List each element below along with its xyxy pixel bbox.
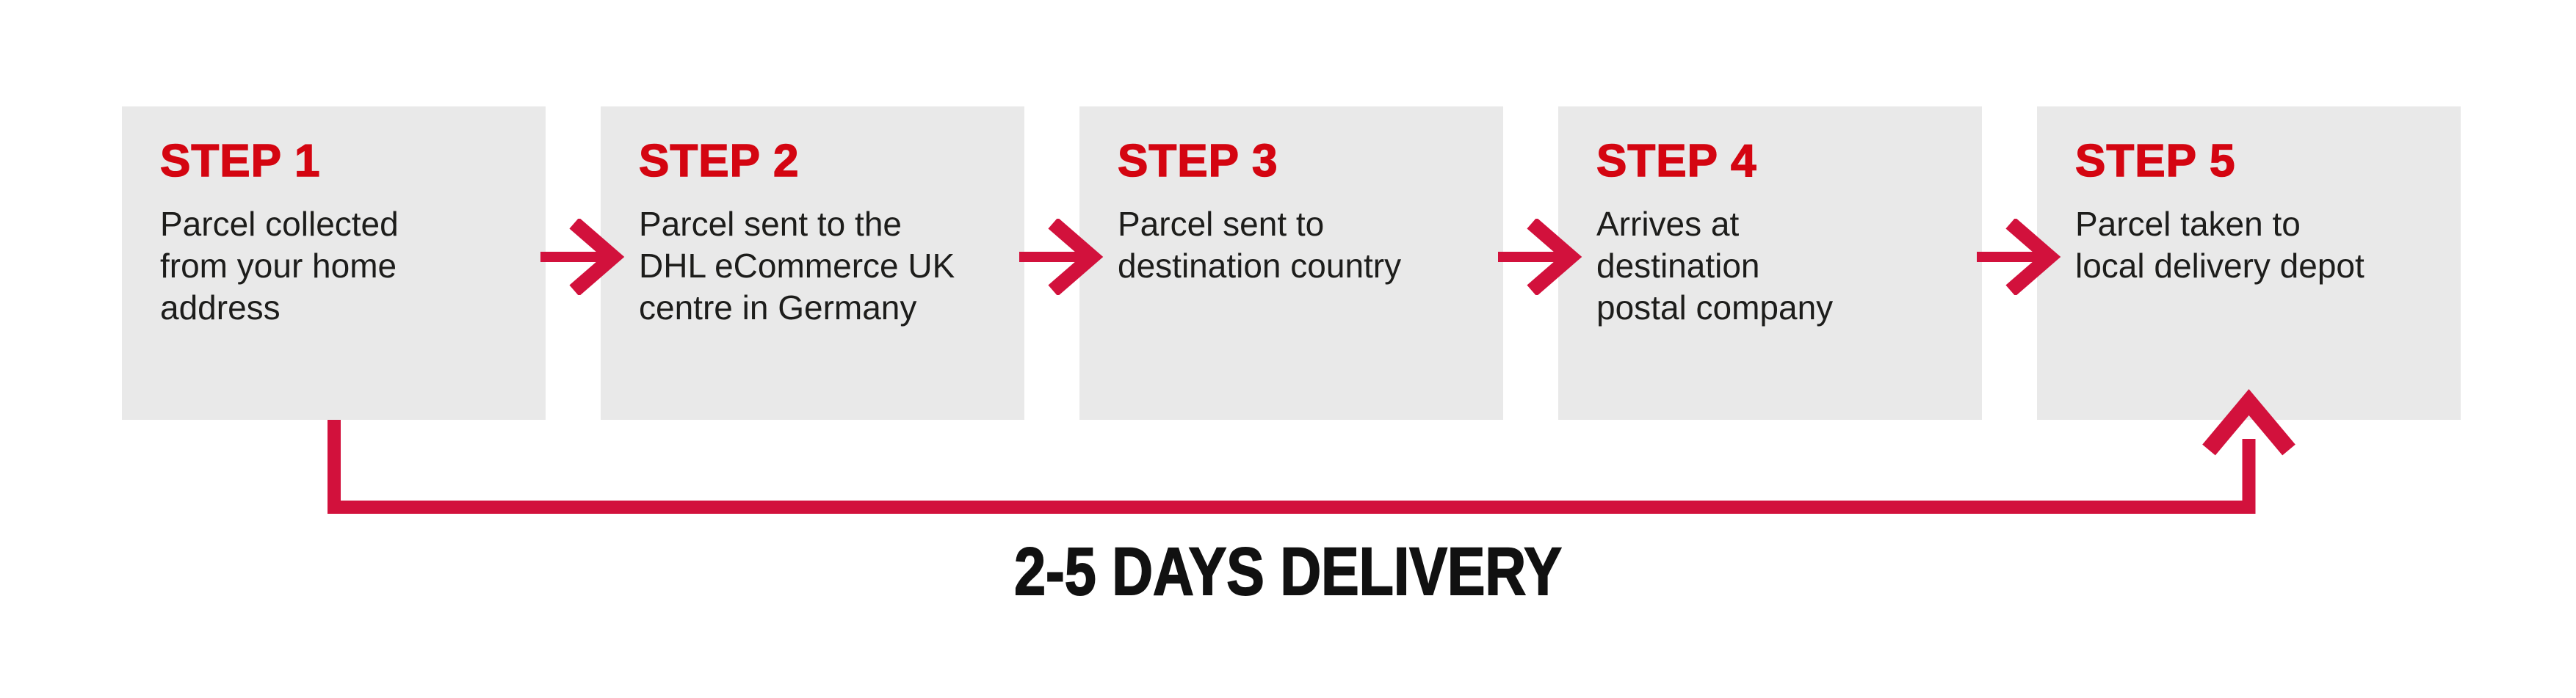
step-2-description: Parcel sent to the DHL eCommerce UK cent… (639, 205, 955, 327)
step-box-1: STEP 1 Parcel collected from your home a… (122, 106, 546, 420)
step-4-heading: STEP 4 (1596, 135, 1757, 187)
delivery-time-label: 2-5 DAYS DELIVERY (1013, 534, 1563, 609)
step-5-description: Parcel taken to local delivery depot (2075, 205, 2365, 285)
step-4-description: Arrives at destination postal company (1596, 205, 1834, 327)
step-1-heading: STEP 1 (159, 135, 321, 187)
arrow-right-icon-4 (1977, 219, 2061, 295)
step-box-2: STEP 2 Parcel sent to the DHL eCommerce … (601, 106, 1024, 420)
step-5-heading: STEP 5 (2074, 135, 2236, 187)
step-box-5: STEP 5 Parcel taken to local delivery de… (2037, 106, 2461, 420)
arrow-right-icon-1 (540, 219, 625, 295)
timeline-bracket-arrow-up-icon (328, 389, 2295, 514)
arrow-right-icon-3 (1498, 219, 1582, 295)
step-box-4: STEP 4 Arrives at destination postal com… (1558, 106, 1982, 420)
step-3-description: Parcel sent to destination country (1118, 205, 1402, 285)
step-2-heading: STEP 2 (638, 135, 800, 187)
step-box-3: STEP 3 Parcel sent to destination countr… (1079, 106, 1503, 420)
step-1-description: Parcel collected from your home address (160, 205, 399, 327)
arrow-right-icon-2 (1019, 219, 1104, 295)
step-3-heading: STEP 3 (1117, 135, 1278, 187)
